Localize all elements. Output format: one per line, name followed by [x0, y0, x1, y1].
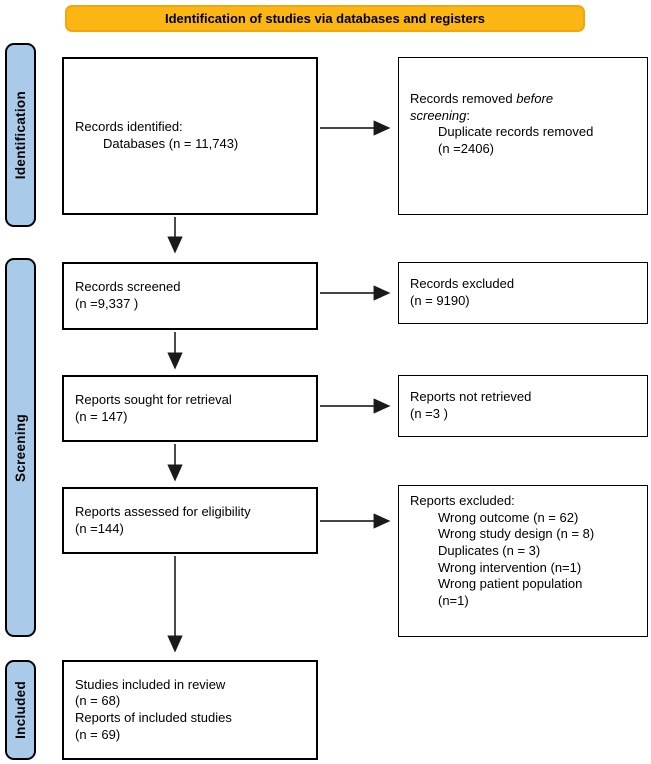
box-records-removed-before-screening: Records removed before screening: Duplic… [398, 57, 648, 215]
reports-excluded-item: Duplicates (n = 3) [438, 542, 541, 558]
stage-tab-screening: Screening [5, 258, 36, 637]
box-reports-excluded: Reports excluded: Wrong outcome (n = 62)… [398, 485, 648, 637]
reports-excluded-item: Wrong patient population (n=1) [438, 576, 583, 608]
banner-label: Identification of studies via databases … [164, 11, 486, 26]
records-removed-line1-regular: Records removed [410, 91, 517, 106]
reports-assessed-line1: Reports assessed for eligibility [75, 503, 251, 519]
banner-identification-via-databases: Identification of studies via databases … [65, 5, 585, 32]
records-removed-line1: Records removed before [410, 91, 639, 108]
records-identified-detail: Databases (n = 11,743) [103, 136, 239, 151]
records-removed-line2-regular: : [466, 107, 470, 123]
records-removed-line2-italic: screening [410, 107, 467, 123]
box-reports-sought-for-retrieval: Reports sought for retrieval (n = 147) [62, 375, 318, 442]
records-screened-line2: (n =9,337 ) [75, 296, 139, 311]
records-excluded-line1: Records excluded [410, 276, 515, 292]
studies-included-line3: Reports of included studies [75, 710, 232, 725]
stage-tab-included: Included [5, 660, 36, 760]
records-removed-line1-italic: before [516, 91, 554, 106]
reports-excluded-title: Reports excluded: [410, 493, 515, 508]
box-reports-assessed-for-eligibility: Reports assessed for eligibility (n =144… [62, 487, 318, 554]
stage-tab-identification: Identification [5, 43, 36, 227]
box-records-screened: Records screened (n =9,337 ) [62, 262, 318, 330]
reports-sought-line2: (n = 147) [75, 408, 128, 424]
stage-label-screening: Screening [13, 413, 28, 482]
reports-excluded-item: Wrong intervention (n=1) [438, 559, 582, 575]
box-records-excluded: Records excluded (n = 9190) [398, 262, 648, 324]
reports-not-retrieved-line1: Reports not retrieved [410, 389, 532, 405]
records-removed-detail: Duplicate records removed [438, 124, 594, 140]
reports-not-retrieved-line2: (n =3 ) [410, 406, 448, 421]
studies-included-line4: (n = 69) [75, 726, 121, 742]
studies-included-line2: (n = 68) [75, 693, 121, 709]
reports-excluded-item: Wrong outcome (n = 62) [438, 509, 579, 525]
records-excluded-line2: (n = 9190) [410, 293, 470, 308]
box-records-identified: Records identified: Databases (n = 11,74… [62, 57, 318, 215]
stage-label-included: Included [13, 681, 28, 739]
studies-included-line1: Studies included in review [75, 676, 226, 692]
records-screened-line1: Records screened [75, 279, 181, 295]
reports-assessed-line2: (n =144) [75, 520, 124, 536]
box-reports-not-retrieved: Reports not retrieved (n =3 ) [398, 375, 648, 437]
stage-label-identification: Identification [13, 90, 28, 180]
reports-excluded-item: Wrong study design (n = 8) [438, 526, 595, 542]
box-studies-included-in-review: Studies included in review (n = 68) Repo… [62, 660, 318, 760]
reports-sought-line1: Reports sought for retrieval [75, 391, 232, 407]
records-removed-line2: screening: [410, 108, 639, 125]
records-identified-title: Records identified: [75, 119, 183, 135]
records-removed-count: (n =2406) [438, 140, 495, 156]
